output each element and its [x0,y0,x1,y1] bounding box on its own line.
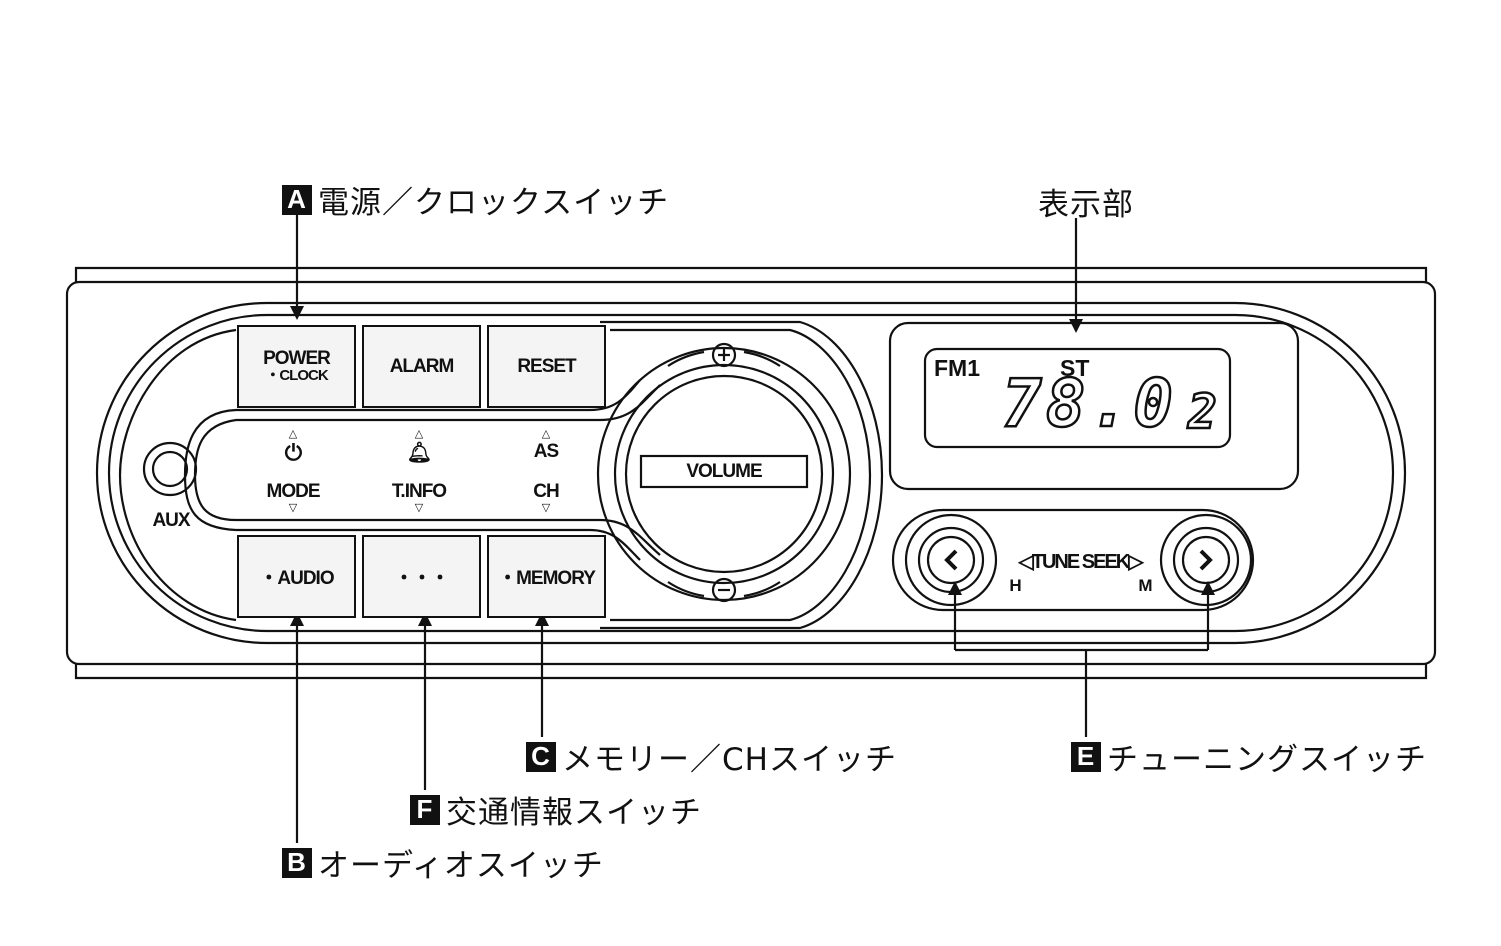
callout-c-letter: C [526,741,556,772]
stereo-indicator: ST [1060,355,1090,381]
aux-jack[interactable] [144,443,196,495]
reset-button[interactable]: RESET [487,325,606,408]
callout-c: C メモリー／CHスイッチ [526,734,897,779]
seek-left-button[interactable] [906,515,996,605]
aux-label: AUX [152,510,190,531]
callout-a-letter: A [282,184,312,215]
memory-label: ・MEMORY [498,568,596,589]
traffic-info-button[interactable]: ・・・ [362,535,481,618]
callout-f-letter: F [410,794,440,825]
power-clock-button[interactable]: POWER ・CLOCK [237,325,356,408]
clock-label: ・CLOCK [265,366,328,384]
callout-b-text: オーディオスイッチ [318,848,604,884]
alarm-up-triangle-icon: △ [414,427,424,440]
callout-b-letter: B [282,847,312,878]
audio-button[interactable]: ・AUDIO [237,535,356,618]
as-up-triangle-icon: △ [541,427,551,440]
callout-f-text: 交通情報スイッチ [446,795,702,831]
alarm-label: ALARM [389,355,455,377]
tinfo-label[interactable]: T.INFO [391,481,447,502]
reset-label: RESET [517,355,576,377]
callout-b: B オーディオスイッチ [282,840,604,885]
frequency-readout: 78.0 [1001,364,1177,443]
m-label: M [1138,576,1152,595]
as-label[interactable]: AS [533,441,559,462]
callout-display-text: 表示部 [1038,187,1134,223]
mode-down-triangle-icon: ▽ [288,501,298,514]
callout-a: A 電源／クロックスイッチ [282,177,669,222]
tune-seek-label: ◁TUNE SEEK▷ [1018,551,1143,573]
callout-f: F 交通情報スイッチ [410,787,702,832]
power-up-triangle-icon: △ [288,427,298,440]
alarm-button[interactable]: ALARM [362,325,481,408]
callout-e-text: チューニングスイッチ [1107,742,1427,778]
memory-button[interactable]: ・MEMORY [487,535,606,618]
plus-icon [712,343,736,367]
volume-label: VOLUME [686,461,762,482]
h-label: H [1009,576,1021,595]
alarm-bell-icon[interactable]: 🔔︎ [406,442,432,464]
power-icon[interactable]: ⏻ [284,440,302,465]
tinfo-down-triangle-icon: ▽ [414,501,424,514]
callout-display: 表示部 [1038,179,1134,224]
traffic-label: ・・・ [394,568,449,589]
preset-number: 2 [1187,383,1221,442]
callout-e-letter: E [1071,741,1101,772]
minus-icon [712,578,736,602]
power-label: POWER [263,347,331,369]
volume-knob[interactable] [598,348,850,600]
ch-down-triangle-icon: ▽ [541,501,551,514]
audio-label: ・AUDIO [259,568,334,589]
callout-c-text: メモリー／CHスイッチ [562,742,897,778]
callout-e: E チューニングスイッチ [1071,734,1427,779]
callout-a-text: 電源／クロックスイッチ [318,185,670,221]
seek-right-button[interactable] [1161,515,1251,605]
band-indicator: FM1 [934,355,980,381]
mode-label[interactable]: MODE [266,481,321,502]
ch-label[interactable]: CH [533,481,559,502]
